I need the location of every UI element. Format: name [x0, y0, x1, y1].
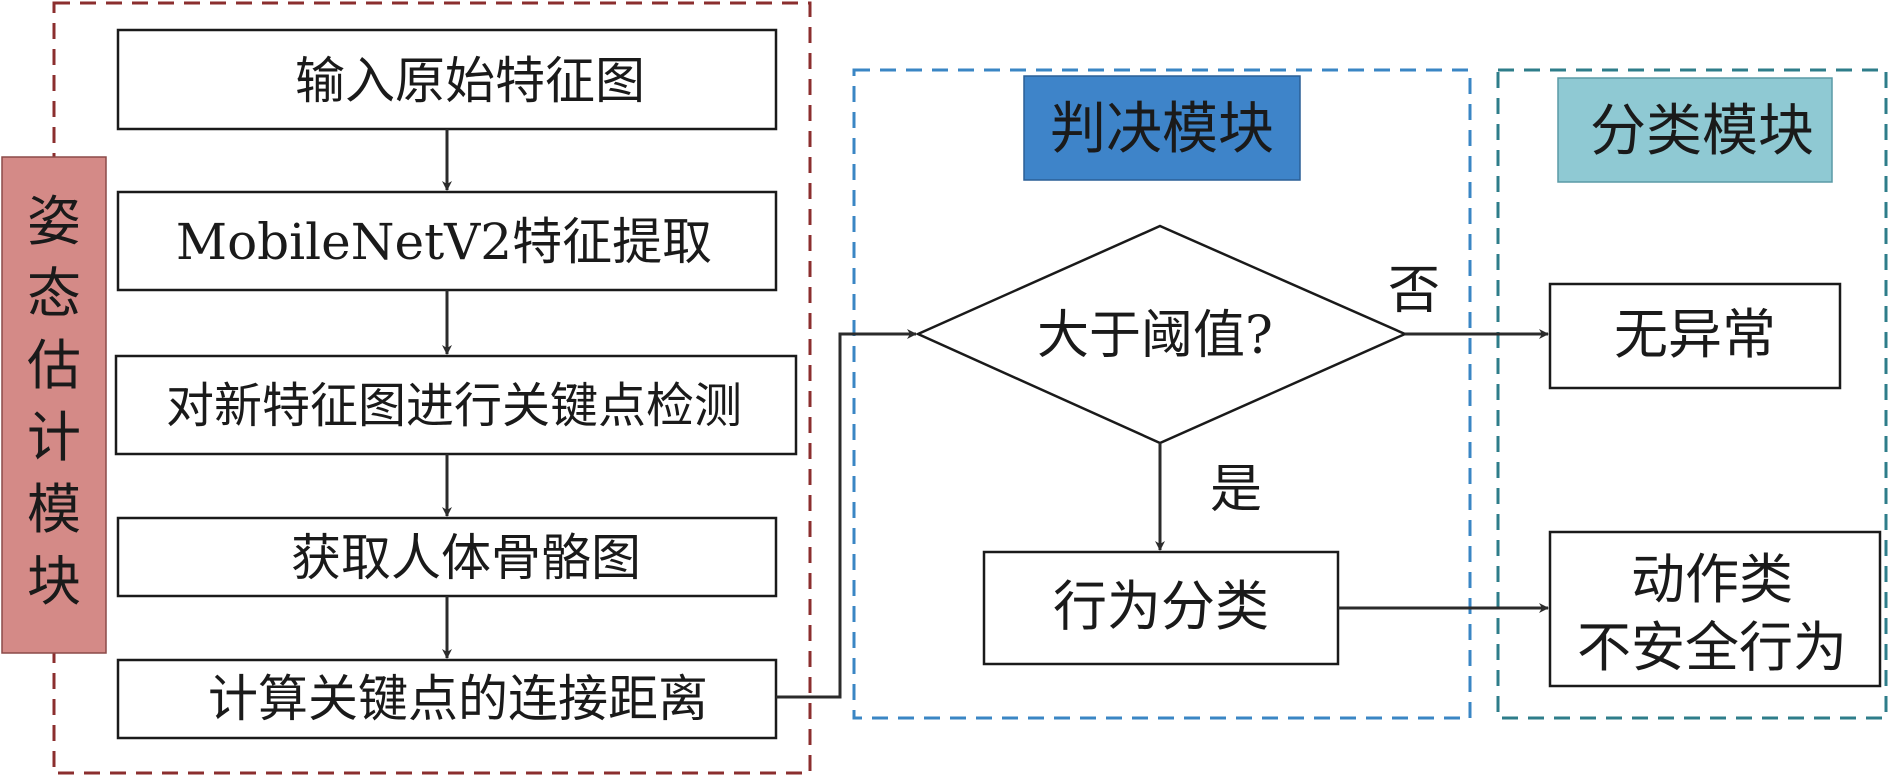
decision-module-title: 判决模块	[1023, 75, 1301, 181]
svg-text:对新特征图进行关键点检测: 对新特征图进行关键点检测	[166, 378, 742, 434]
svg-text:分类模块: 分类模块	[1590, 99, 1814, 164]
decision-module-border	[852, 68, 1472, 720]
pose-step-2: MobileNetV2特征提取	[116, 190, 778, 292]
svg-text:MobileNetV2特征提取: MobileNetV2特征提取	[176, 213, 712, 271]
svg-text:动作类: 动作类	[1631, 548, 1793, 611]
yes-label: 是	[1210, 460, 1262, 520]
svg-text:判决模块: 判决模块	[1050, 97, 1274, 162]
svg-text:输入原始特征图: 输入原始特征图	[295, 52, 645, 110]
behavior-classify-box: 行为分类	[982, 550, 1340, 666]
svg-text:无异常: 无异常	[1614, 303, 1776, 366]
pose-label-char: 计	[27, 406, 81, 469]
pose-label-char: 态	[27, 262, 81, 325]
svg-text:计算关键点的连接距离: 计算关键点的连接距离	[208, 670, 708, 728]
pose-module-label-box	[1, 156, 107, 654]
classification-module-title: 分类模块	[1557, 77, 1833, 183]
svg-text:大于阈值?: 大于阈值?	[1037, 306, 1273, 366]
svg-text:行为分类: 行为分类	[1053, 575, 1269, 638]
pose-step-5: 计算关键点的连接距离	[116, 658, 778, 740]
svg-text:获取人体骨骼图: 获取人体骨骼图	[291, 529, 641, 587]
pose-step-4: 获取人体骨骼图	[116, 516, 778, 598]
pose-step-1: 输入原始特征图	[116, 28, 778, 131]
pose-step-3: 对新特征图进行关键点检测	[114, 354, 798, 456]
pose-label-char: 块	[27, 550, 81, 613]
pose-label-char: 姿	[27, 190, 81, 253]
normal-result-box: 无异常	[1548, 282, 1842, 390]
pose-label-char: 估	[27, 334, 81, 397]
pose-label-char: 模	[27, 478, 81, 541]
svg-text:不安全行为: 不安全行为	[1577, 616, 1847, 679]
abnormal-result-box: 动作类 不安全行为	[1548, 530, 1882, 688]
decision-diamond: 大于阈值?	[914, 224, 1409, 445]
pose-module-label: 姿 态 估 计 模 块	[27, 190, 81, 613]
classification-module-border	[1496, 68, 1888, 720]
no-label: 否	[1388, 261, 1440, 321]
arrow-step5-to-decision	[776, 329, 917, 699]
